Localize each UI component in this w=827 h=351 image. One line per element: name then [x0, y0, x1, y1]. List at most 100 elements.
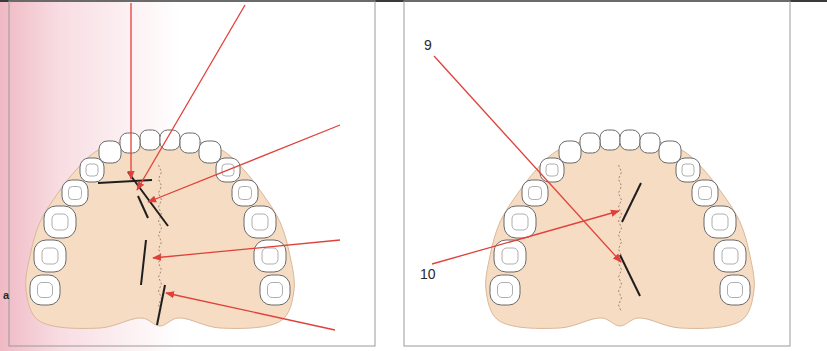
tooth [659, 141, 681, 163]
occlusal-surface [546, 164, 558, 176]
page-tint [0, 0, 400, 351]
occlusal-surface [682, 164, 694, 176]
tooth-crown [244, 206, 276, 238]
tooth-crown [44, 206, 76, 238]
occlusal-surface [239, 187, 252, 200]
occlusal-surface [42, 248, 58, 264]
occlusal-surface [699, 187, 712, 200]
tooth [254, 240, 286, 272]
occlusal-surface [262, 248, 278, 264]
occlusal-surface [86, 164, 98, 176]
tooth-crown [580, 133, 600, 153]
tooth [504, 206, 536, 238]
red-arrow [130, 3, 131, 179]
tooth [676, 158, 700, 182]
tooth-crown [260, 275, 290, 305]
panel-frame [9, 1, 375, 346]
red-arrow [148, 125, 340, 202]
occlusal-surface [69, 187, 82, 200]
tooth-crown [180, 133, 200, 153]
tooth [140, 130, 160, 150]
midline-suture [159, 165, 162, 312]
direction-arrows [131, 3, 621, 330]
tooth-crown [676, 158, 700, 182]
incision-line [620, 255, 640, 296]
occlusal-surface [728, 283, 743, 298]
tooth [640, 133, 660, 153]
occlusal-surface [38, 283, 53, 298]
incision-line [138, 196, 148, 218]
occlusal-surface [52, 214, 68, 230]
tooth [692, 180, 718, 206]
tooth-crown [140, 130, 160, 150]
tooth [714, 240, 746, 272]
palate [26, 139, 295, 328]
tooth [260, 275, 290, 305]
midline-suture [619, 165, 622, 312]
tooth [99, 141, 121, 163]
maxillary-arch [486, 130, 755, 328]
tooth [44, 206, 76, 238]
tooth [232, 180, 258, 206]
tooth-crown [640, 133, 660, 153]
occlusal-surface [498, 283, 513, 298]
tooth [580, 133, 600, 153]
tooth-crown [720, 275, 750, 305]
panel-frame [404, 1, 790, 346]
palate [486, 139, 755, 328]
callout-number: 9 [424, 38, 432, 52]
tooth [540, 158, 564, 182]
tooth-crown [80, 158, 104, 182]
incision-line [157, 285, 165, 325]
tooth-crown [692, 180, 718, 206]
incision-line [141, 240, 146, 285]
tooth-crown [559, 141, 581, 163]
incision-line [98, 180, 152, 183]
occlusal-surface [252, 214, 268, 230]
occlusal-surface [512, 214, 528, 230]
panel-letter: a [3, 290, 9, 301]
tooth [600, 130, 620, 150]
red-arrow [432, 211, 619, 264]
tooth [30, 275, 60, 305]
tooth-crown [704, 206, 736, 238]
tooth-crown [232, 180, 258, 206]
tooth [34, 240, 66, 272]
occlusal-surface [722, 248, 738, 264]
incision-line [622, 183, 641, 222]
tooth-crown [34, 240, 66, 272]
tooth-crown [714, 240, 746, 272]
tooth-crown [199, 141, 221, 163]
tooth-crown [540, 158, 564, 182]
occlusal-surface [268, 283, 283, 298]
red-arrow [434, 56, 621, 262]
callout-number: 10 [420, 267, 436, 281]
tooth [522, 180, 548, 206]
red-arrow [153, 240, 340, 258]
tooth-crown [30, 275, 60, 305]
tooth [244, 206, 276, 238]
tooth [620, 130, 640, 150]
tooth [120, 133, 140, 153]
incision-line [128, 172, 168, 226]
tooth-crown [99, 141, 121, 163]
red-arrow [166, 293, 335, 330]
tooth-crown [490, 275, 520, 305]
tooth-crown [620, 130, 640, 150]
tooth [199, 141, 221, 163]
tooth [559, 141, 581, 163]
tooth [490, 275, 520, 305]
tooth-crown [504, 206, 536, 238]
tooth [80, 158, 104, 182]
tooth-crown [120, 133, 140, 153]
tooth-crown [600, 130, 620, 150]
tooth-crown [522, 180, 548, 206]
occlusal-surface [529, 187, 542, 200]
occlusal-surface [712, 214, 728, 230]
tooth-crown [659, 141, 681, 163]
tooth-crown [254, 240, 286, 272]
tooth [62, 180, 88, 206]
red-arrow [137, 5, 245, 190]
